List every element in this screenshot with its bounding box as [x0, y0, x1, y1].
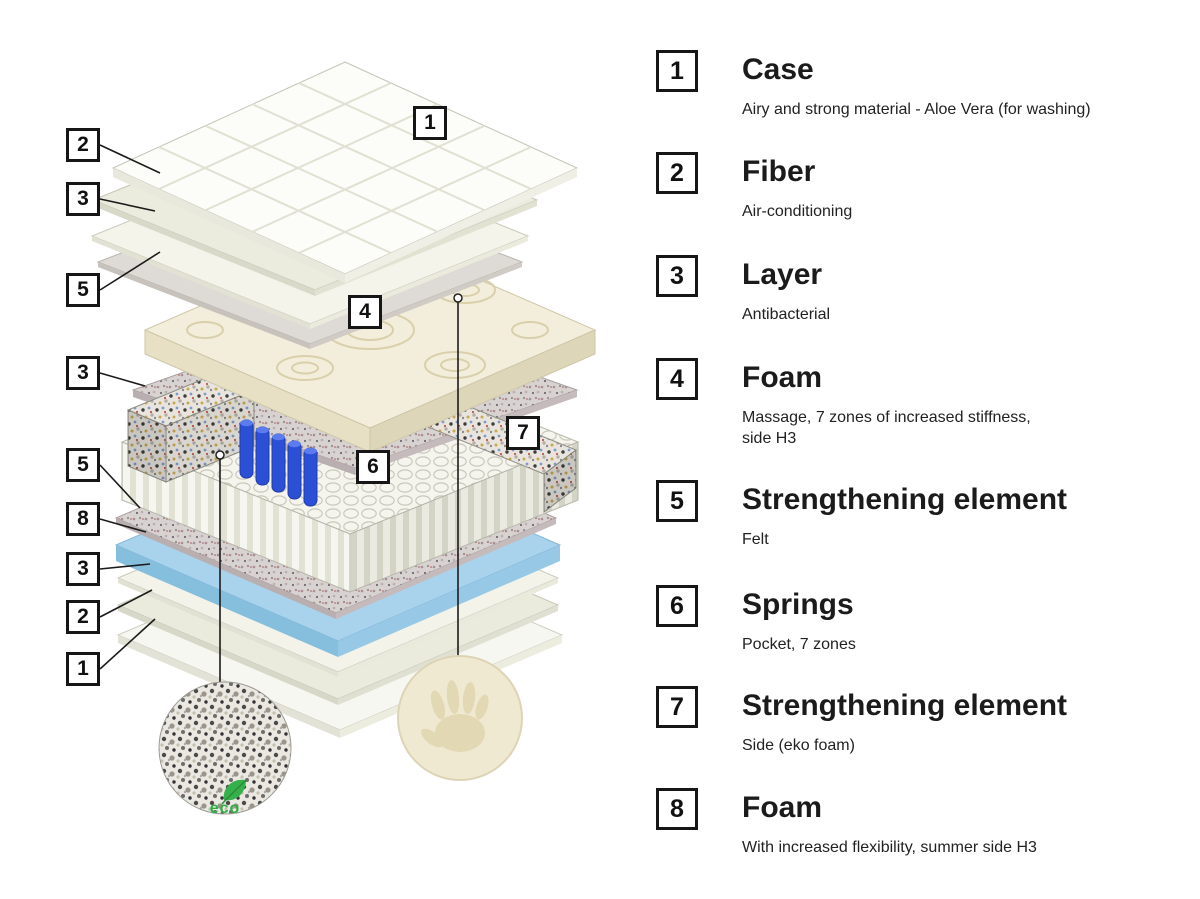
legend-title: Foam: [742, 791, 823, 824]
legend-desc: Felt: [742, 531, 769, 548]
legend-number: 6: [670, 591, 684, 620]
legend-text: Strengthening element Felt: [742, 480, 1067, 550]
callout-number: 2: [77, 605, 89, 628]
callout-box: 2: [66, 600, 100, 634]
eco-line-marker: [215, 450, 225, 460]
legend-title: Foam: [742, 361, 823, 394]
eco-foam-sample: [158, 681, 292, 815]
legend-text: Layer Antibacterial: [742, 255, 830, 325]
legend-desc: Massage, 7 zones of increased stiffness,…: [742, 409, 1031, 447]
legend-number-box: 7: [656, 686, 698, 728]
callout-box: 5: [66, 273, 100, 307]
legend-number: 2: [670, 158, 684, 187]
callout-number: 3: [77, 187, 89, 210]
legend-number-box: 5: [656, 480, 698, 522]
legend-desc: Airy and strong material - Aloe Vera (fo…: [742, 101, 1091, 118]
callout-box: 6: [356, 450, 390, 484]
legend-title: Case: [742, 53, 814, 86]
legend-item-massage-foam: 4 Foam Massage, 7 zones of increased sti…: [656, 358, 1031, 449]
legend-desc: Side (eko foam): [742, 737, 855, 754]
memory-foam-sample: [397, 655, 523, 781]
legend-number-box: 3: [656, 255, 698, 297]
callout-number: 4: [359, 300, 371, 323]
eco-label: eco: [209, 800, 241, 817]
callout-box: 8: [66, 502, 100, 536]
legend-title: Strengthening element: [742, 689, 1068, 722]
legend-desc: With increased flexibility, summer side …: [742, 839, 1037, 856]
legend-text: Springs Pocket, 7 zones: [742, 585, 856, 655]
callout-number: 3: [77, 361, 89, 384]
callout-box: 4: [348, 295, 382, 329]
hand-imprint: [421, 680, 489, 752]
callout-box: 3: [66, 182, 100, 216]
legend-desc: Antibacterial: [742, 306, 831, 323]
callout-number: 6: [367, 455, 379, 478]
legend-desc: Air-conditioning: [742, 203, 853, 220]
legend-text: Strengthening element Side (eko foam): [742, 686, 1067, 756]
legend-text: Fiber Air-conditioning: [742, 152, 852, 222]
legend-number-box: 6: [656, 585, 698, 627]
blue-springs: [239, 419, 318, 507]
legend-number: 3: [670, 261, 684, 290]
callout-box: 5: [66, 448, 100, 482]
callout-box: 1: [66, 652, 100, 686]
mattress-illustration: [90, 61, 597, 815]
legend-number: 8: [670, 794, 684, 823]
callout-number: 5: [77, 453, 89, 476]
callout-number: 8: [77, 507, 89, 530]
legend-text: Foam With increased flexibility, summer …: [742, 788, 1037, 858]
callout-number: 1: [424, 111, 436, 134]
legend-number: 5: [670, 486, 684, 515]
callout-box: 2: [66, 128, 100, 162]
legend-number-box: 8: [656, 788, 698, 830]
callout-number: 1: [77, 657, 89, 680]
callout-number: 2: [77, 133, 89, 156]
legend-item-case: 1 Case Airy and strong material - Aloe V…: [656, 50, 1091, 120]
callout-number: 7: [517, 421, 529, 444]
legend-item-felt: 5 Strengthening element Felt: [656, 480, 1067, 550]
legend-number-box: 4: [656, 358, 698, 400]
legend-item-layer: 3 Layer Antibacterial: [656, 255, 830, 325]
callout-box: 1: [413, 106, 447, 140]
legend-title: Fiber: [742, 155, 816, 188]
hand-line-marker: [453, 293, 463, 303]
legend-number: 7: [670, 692, 684, 721]
legend-text: Foam Massage, 7 zones of increased stiff…: [742, 358, 1031, 449]
layer-case: [111, 61, 579, 283]
legend-item-springs: 6 Springs Pocket, 7 zones: [656, 585, 856, 655]
legend-title: Springs: [742, 588, 854, 621]
legend-item-side-foam: 7 Strengthening element Side (eko foam): [656, 686, 1067, 756]
legend-item-summer-foam: 8 Foam With increased flexibility, summe…: [656, 788, 1037, 858]
legend-number-box: 1: [656, 50, 698, 92]
legend-title: Layer: [742, 258, 823, 291]
legend-desc: Pocket, 7 zones: [742, 636, 856, 653]
callout-box: 3: [66, 552, 100, 586]
legend-item-fiber: 2 Fiber Air-conditioning: [656, 152, 852, 222]
callout-number: 5: [77, 278, 89, 301]
callout-box: 7: [506, 416, 540, 450]
callout-number: 3: [77, 557, 89, 580]
legend-number: 4: [670, 364, 684, 393]
legend: 1 Case Airy and strong material - Aloe V…: [648, 0, 1200, 899]
leader-lines: [99, 144, 459, 700]
callout-box: 3: [66, 356, 100, 390]
legend-number: 1: [670, 56, 684, 85]
legend-title: Strengthening element: [742, 483, 1068, 516]
legend-number-box: 2: [656, 152, 698, 194]
legend-text: Case Airy and strong material - Aloe Ver…: [742, 50, 1091, 120]
